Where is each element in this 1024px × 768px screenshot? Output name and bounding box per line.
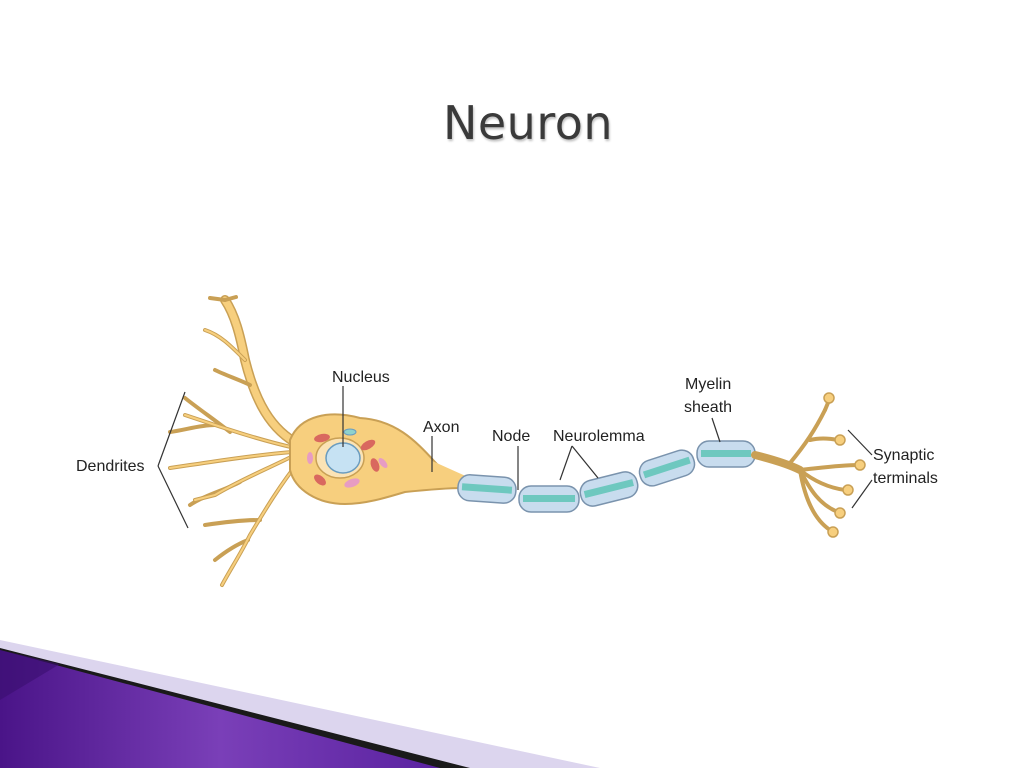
label-synaptic-line2: terminals <box>873 470 938 487</box>
label-myelin-line2: sheath <box>684 399 732 416</box>
synaptic-terminals <box>755 393 865 537</box>
label-axon: Axon <box>423 419 459 436</box>
bottom-decorative-band <box>0 640 600 768</box>
label-myelin-line1: Myelin <box>685 376 731 393</box>
label-dendrites: Dendrites <box>76 458 144 475</box>
label-nucleus: Nucleus <box>332 369 390 386</box>
myelin-segments <box>457 441 755 512</box>
dendrites <box>170 297 300 585</box>
label-synaptic-line1: Synaptic <box>873 447 934 464</box>
label-node: Node <box>492 428 530 445</box>
label-neurolemma: Neurolemma <box>553 428 645 445</box>
